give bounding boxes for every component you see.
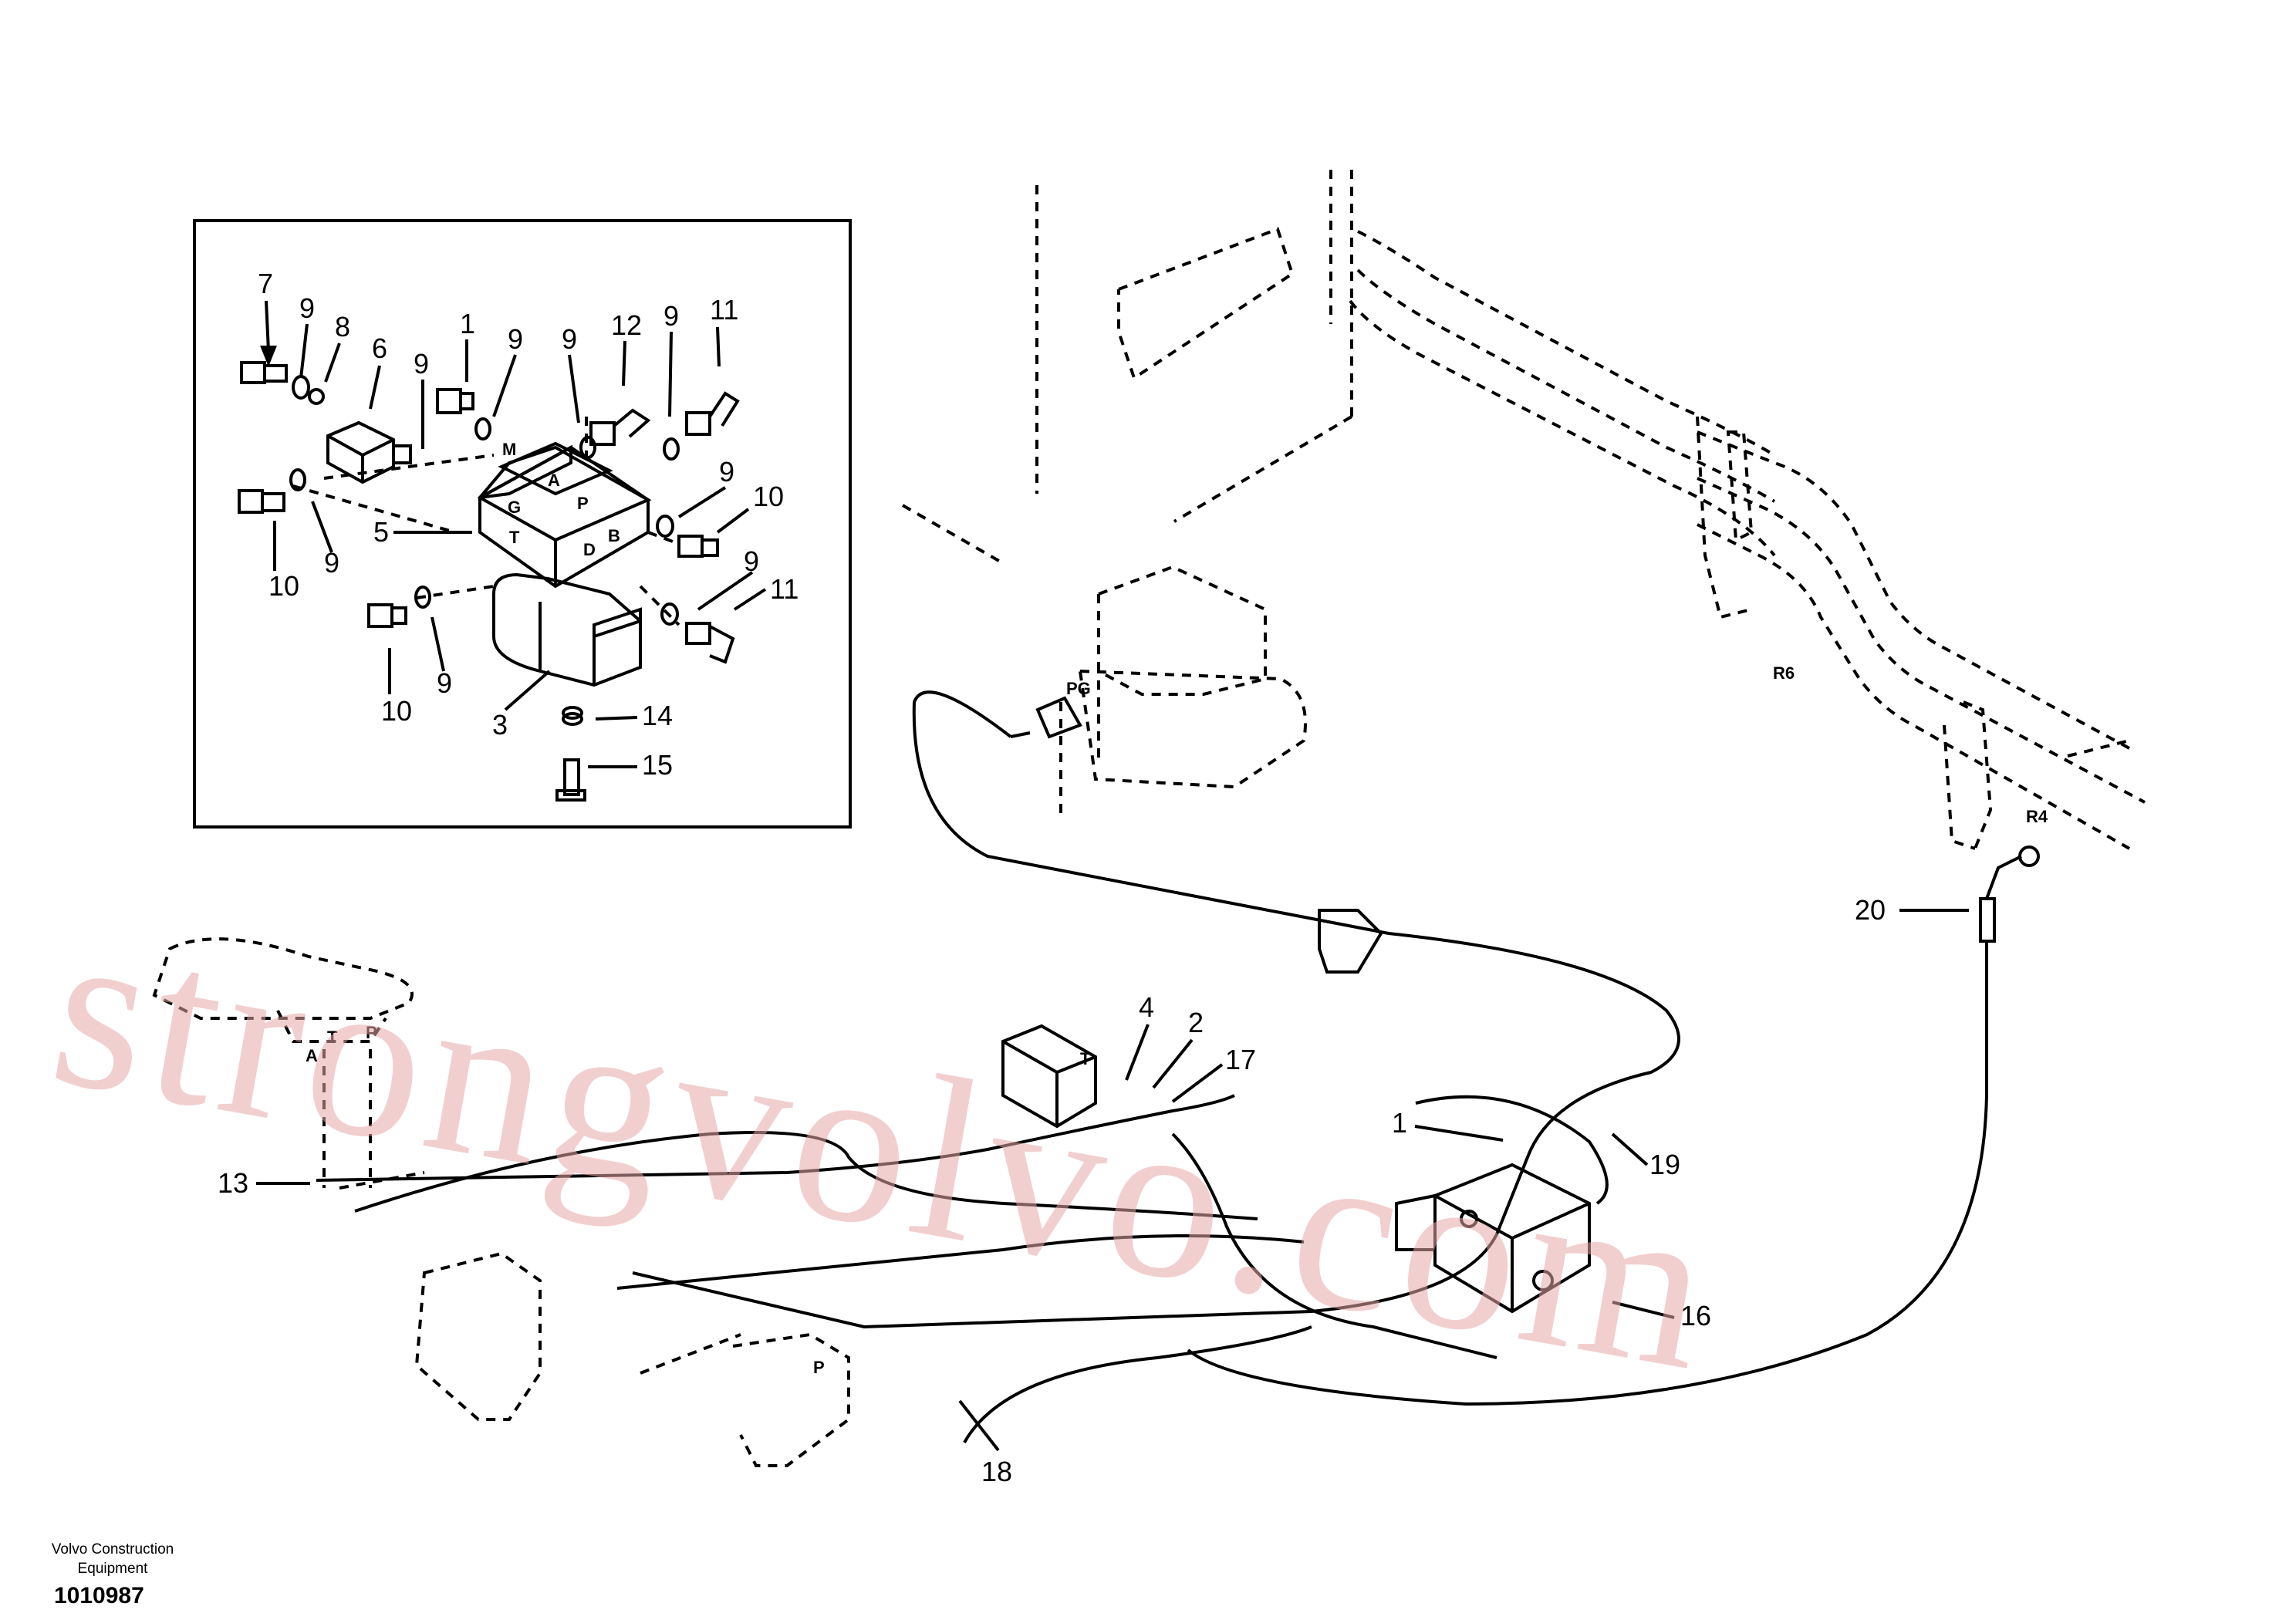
machine-structure [902,170,2146,850]
port-pedal-t: T [327,1028,338,1047]
inset-arrows [260,300,767,768]
label-14: 14 [642,700,673,731]
port-pedal-p: P [366,1023,377,1042]
port-pedal-a: A [306,1046,318,1065]
main-labels: 20 17 13 16 18 4 2 1 19 [218,894,1886,1487]
valve-block-5 [477,441,652,589]
label-18: 18 [981,1456,1012,1487]
company-line-1: Volvo Construction [51,1541,174,1558]
label-10: 10 [268,570,299,602]
pg-bracket [1035,696,1383,974]
label-13: 13 [218,1167,248,1199]
label-4: 4 [1139,991,1154,1023]
inset-labels: 7 9 8 6 9 1 9 9 12 9 11 5 9 10 10 9 9 11… [258,268,799,781]
port-valve-t: T [1080,1049,1091,1068]
label-9: 9 [508,323,523,355]
label-17: 17 [1225,1044,1256,1075]
port-a: A [548,471,560,490]
label-16: 16 [1680,1300,1711,1331]
lower-left-block [414,1251,542,1421]
label-6: 6 [372,332,387,364]
label-1: 1 [1392,1107,1407,1139]
inset-fittings [238,361,740,802]
label-12: 12 [611,309,642,341]
port-lower-p: P [813,1358,825,1377]
inset-frame [193,219,852,829]
port-labels: M A P G T B D PG R6 R4 T P A T P [306,440,2048,1377]
port-pg: PG [1066,679,1091,698]
port-p: P [577,494,589,513]
company-line-2: Equipment [77,1561,148,1577]
port-r6: R6 [1773,663,1795,683]
label-20: 20 [1855,894,1886,926]
company-caption: Volvo Construction Equipment [28,1540,198,1578]
block-6 [326,420,412,484]
label-19: 19 [1649,1149,1680,1180]
label-2: 2 [1188,1007,1204,1038]
main-arrows [256,909,1969,1452]
valve-block-t [1001,1024,1097,1129]
lower-mid-block [640,1332,850,1467]
label-11: 11 [710,294,738,326]
inset-dashed-leaders [292,417,680,626]
watermark: strongvolvo.com [37,876,1734,1420]
label-9: 9 [437,667,452,699]
label-9: 9 [744,545,759,577]
port-t: T [509,528,520,547]
label-9: 9 [719,456,734,488]
label-5: 5 [373,516,389,548]
label-9: 9 [562,323,577,355]
solenoid-3 [492,572,642,687]
port-b: B [608,526,620,545]
port-g: G [508,498,521,517]
pedal-assembly [152,937,425,1190]
label-9: 9 [299,292,315,324]
label-1: 1 [460,308,475,339]
drawing-number: 1010987 [54,1583,144,1608]
central-valve-block [1395,1163,1591,1314]
label-10: 10 [753,481,784,512]
port-d: D [583,540,596,559]
label-9: 9 [414,348,429,380]
port-m: M [502,440,516,459]
label-8: 8 [335,311,350,343]
port-r4: R4 [2026,807,2048,826]
hose-20-fitting [1979,845,2040,943]
label-9: 9 [663,300,679,332]
label-3: 3 [492,709,508,741]
label-11: 11 [770,573,799,605]
label-7: 7 [258,268,273,299]
label-15: 15 [642,749,673,781]
label-9: 9 [324,547,339,579]
hoses [316,690,1988,1443]
label-10: 10 [381,695,412,727]
